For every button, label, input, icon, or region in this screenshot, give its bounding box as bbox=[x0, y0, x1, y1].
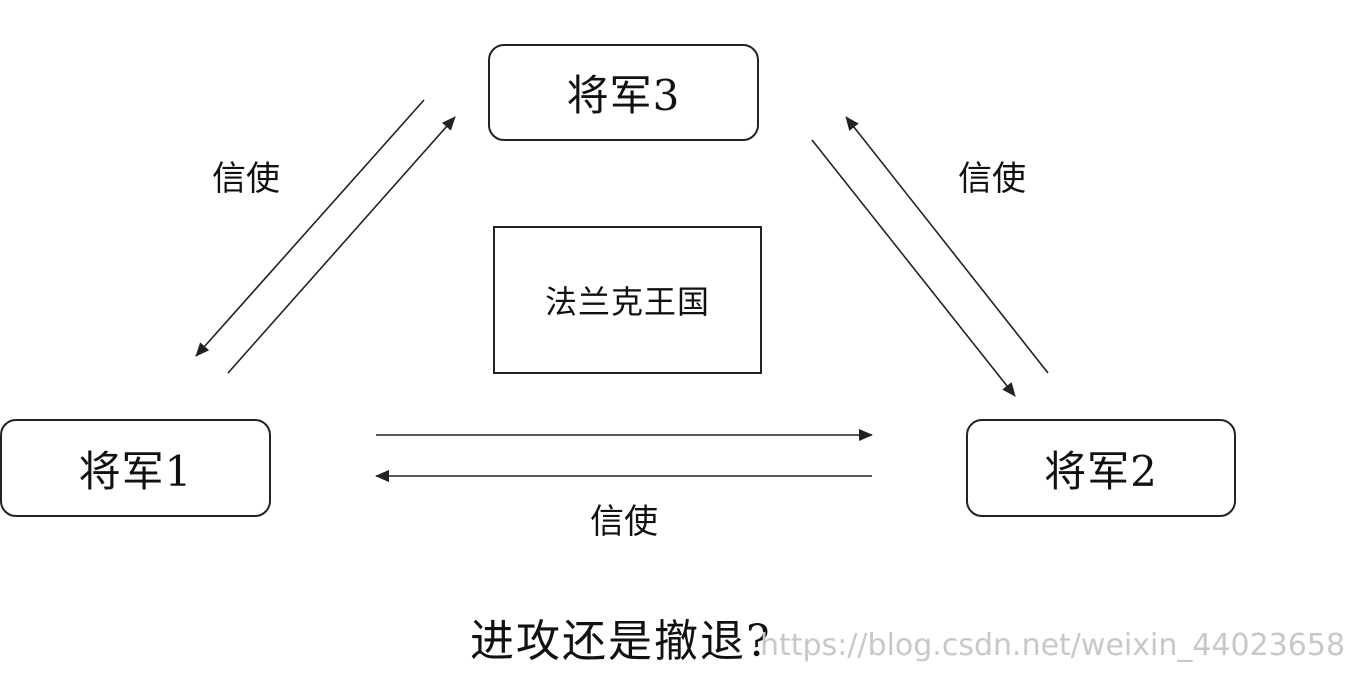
node-kingdom: 法兰克王国 bbox=[493, 226, 762, 374]
edge-label-right: 信使 bbox=[958, 159, 1026, 199]
node-general-1: 将军1 bbox=[0, 419, 271, 517]
node-general-3-label: 将军3 bbox=[566, 71, 681, 120]
edge-label-left: 信使 bbox=[212, 159, 280, 199]
node-general-2-label: 将军2 bbox=[1044, 446, 1158, 496]
edge-label-bottom: 信使 bbox=[590, 502, 658, 542]
arrow-general3-to-general2 bbox=[811, 139, 1016, 397]
node-general-3: 将军3 bbox=[488, 44, 759, 141]
arrow-general1-to-general3 bbox=[227, 116, 456, 374]
node-kingdom-label: 法兰克王国 bbox=[544, 283, 710, 321]
arrow-general2-to-general3 bbox=[845, 116, 1049, 374]
node-general-2: 将军2 bbox=[966, 419, 1236, 517]
node-general-1-label: 将军1 bbox=[78, 446, 193, 496]
arrow-general3-to-general1 bbox=[195, 99, 425, 357]
watermark-text: https://blog.csdn.net/weixin_44023658 bbox=[760, 628, 1345, 663]
question-caption: 进攻还是撤退? bbox=[470, 616, 772, 667]
